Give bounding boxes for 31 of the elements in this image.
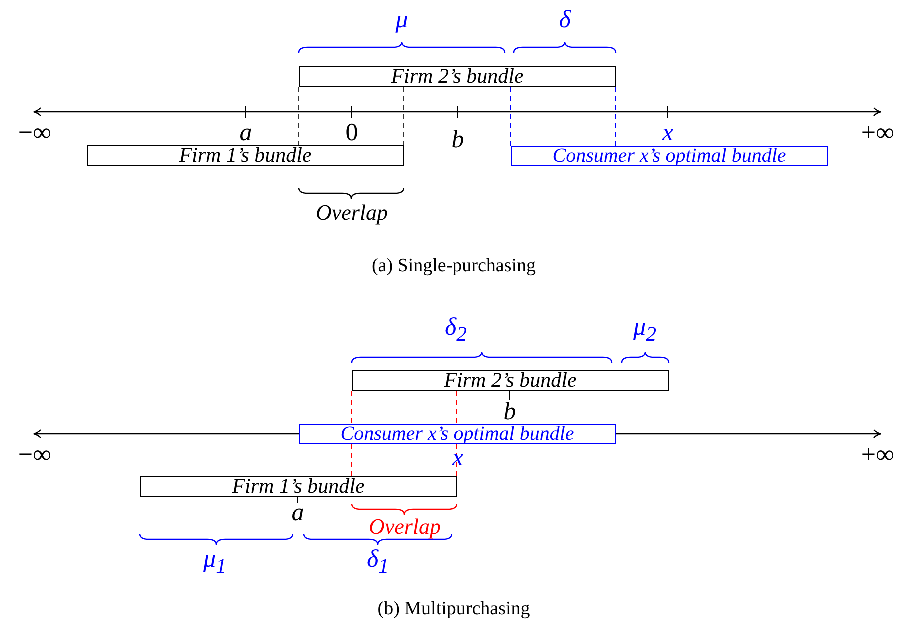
tick-label: x <box>452 446 464 470</box>
variable-label: μ <box>396 8 408 32</box>
subfigure-caption: (b) Multipurchasing <box>378 600 530 618</box>
bundle-bar: Consumer x’s optimal bundle <box>511 146 828 166</box>
dashed-connector <box>456 444 458 476</box>
dashed-connector <box>298 86 300 146</box>
bundle-bar: Firm 2’s bundle <box>299 66 616 87</box>
variable-label: δ <box>559 8 571 32</box>
bundle-bar: Firm 2’s bundle <box>352 370 669 391</box>
dashed-connector <box>510 86 512 146</box>
bundle-bar: Consumer x’s optimal bundle <box>299 424 616 444</box>
brace-label: Overlap <box>368 516 442 538</box>
tick-label: x <box>662 120 674 146</box>
bundle-bar: Firm 1’s bundle <box>140 476 457 497</box>
tick-label: 0 <box>346 120 358 146</box>
variable-label: δ$_{1}$ <box>366 547 390 577</box>
tick-label: a <box>292 500 304 526</box>
axis-end-label: −∞ <box>18 120 52 146</box>
axis-end-label: +∞ <box>861 120 895 146</box>
tick-label: b <box>452 128 464 152</box>
variable-label: μ$_{1}$ <box>204 547 226 577</box>
tick-label: b <box>504 400 516 424</box>
dashed-connector <box>456 390 458 424</box>
brace-label: Overlap <box>316 202 388 224</box>
subfigure-caption: (a) Single-purchasing <box>372 256 536 276</box>
bundle-bar: Firm 1’s bundle <box>87 145 404 166</box>
tick-label: a <box>240 120 252 146</box>
variable-label: δ$_{2}$ <box>444 315 468 345</box>
axis-end-label: −∞ <box>18 442 52 468</box>
axis-end-label: +∞ <box>861 442 895 468</box>
variable-label: μ$_{2}$ <box>634 315 656 345</box>
